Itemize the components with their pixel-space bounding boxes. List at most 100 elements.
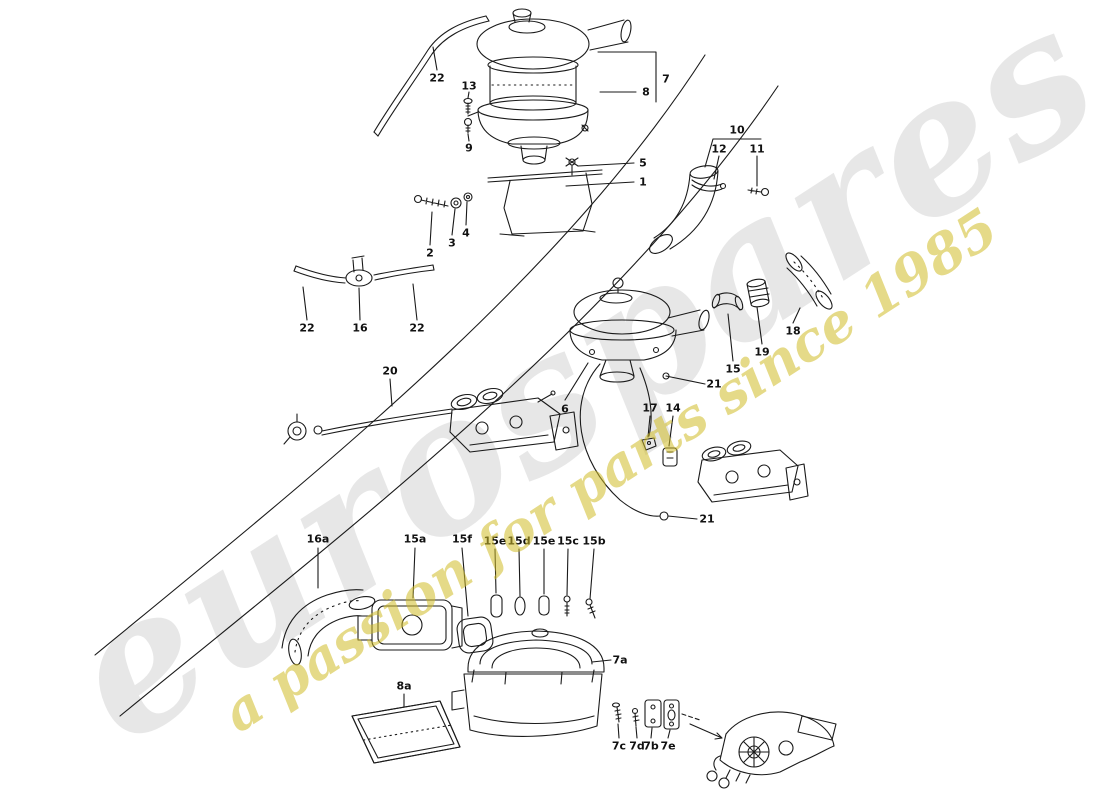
part-label-15e-2[interactable]: 15e [533,535,556,548]
part-label-3[interactable]: 3 [448,237,456,250]
part-label-13[interactable]: 13 [461,80,476,93]
part-label-22-top[interactable]: 22 [429,72,444,85]
clip-17 [641,437,657,451]
leader-line-13 [467,91,470,99]
leader-line-12 [713,155,720,180]
air-cleaner-6 [569,277,710,383]
bracket-14 [662,447,678,467]
callout-bracket-10 [704,138,762,168]
seal-15e-1 [490,594,503,618]
leader-line-15a [412,547,416,599]
part-label-17[interactable]: 17 [642,402,657,415]
part-label-2[interactable]: 2 [426,247,434,260]
leader-line-21-upper [665,375,706,385]
part-label-19[interactable]: 19 [754,346,769,359]
part-label-16a[interactable]: 16a [307,533,330,546]
part-label-7b[interactable]: 7b [643,740,659,753]
leader-line-19 [756,306,763,345]
leader-line-21-lower [667,515,698,520]
part-label-11[interactable]: 11 [749,143,764,156]
connector-19 [746,278,770,308]
part-label-15c[interactable]: 15c [557,535,579,548]
screw-15b [585,598,596,619]
seal-15d [514,596,526,616]
leader-line-15 [727,313,734,362]
leader-line-16 [358,287,361,321]
leader-line-1 [565,181,635,187]
leader-line-7c [617,723,620,739]
part-label-15b[interactable]: 15b [582,535,605,548]
part-label-15d[interactable]: 15d [507,535,530,548]
leader-line-15c [566,548,569,596]
leader-line-15f [461,547,469,617]
leader-line-15e-1 [494,548,497,594]
part-label-8[interactable]: 8 [642,86,650,99]
leader-line-17 [647,415,651,438]
part-label-20[interactable]: 20 [382,365,398,378]
gasket-7e [663,699,680,730]
part-label-22-left[interactable]: 22 [299,322,314,335]
leader-line-22-left [302,286,308,321]
intake-housing-15a [357,599,463,651]
part-label-22-mid[interactable]: 22 [409,322,424,335]
part-label-7a[interactable]: 7a [612,654,627,667]
leader-line-15b [589,548,595,600]
elbow-15 [711,292,744,311]
part-label-15[interactable]: 15 [725,363,740,376]
carburetor-right [697,440,809,503]
leader-line-5 [577,162,635,167]
screw-7d [631,707,640,727]
leader-line-18 [792,307,801,324]
screw-15c [563,595,571,617]
corrugated-elbow-16a [281,589,376,666]
part-label-7e[interactable]: 7e [660,740,675,753]
part-label-15e-1[interactable]: 15e [484,535,507,548]
part-label-4[interactable]: 4 [462,227,470,240]
corrugated-hose-18 [785,252,833,310]
part-label-21-lower[interactable]: 21 [699,513,714,526]
leader-line-3 [451,208,456,236]
part-label-7c[interactable]: 7c [612,740,626,753]
part-label-16[interactable]: 16 [352,322,368,335]
leader-line-7e [667,729,671,739]
part-label-7d[interactable]: 7d [629,740,645,753]
support-bracket-1 [487,157,603,237]
part-label-9[interactable]: 9 [465,142,473,155]
hose-22-top [373,15,490,137]
part-label-21-upper[interactable]: 21 [706,378,721,391]
part-label-18[interactable]: 18 [785,325,800,338]
gasket-15f [456,616,494,654]
part-label-7[interactable]: 7 [662,73,670,86]
part-label-12[interactable]: 12 [711,143,726,156]
part-label-15a[interactable]: 15a [404,533,427,546]
part-label-14[interactable]: 14 [665,402,681,415]
clamp-bolts-13-9 [463,97,473,134]
leader-line-14 [668,415,674,447]
leader-line-4 [465,201,468,226]
part-label-1[interactable]: 1 [639,176,647,189]
filter-element-8a [351,700,461,764]
callout-bracket-7 [597,51,657,103]
leader-line-7a [591,659,612,663]
part-label-6[interactable]: 6 [561,403,569,416]
leader-line-22-top [432,46,438,71]
leader-line-2 [429,211,433,246]
part-label-5[interactable]: 5 [639,157,647,170]
mounting-screws-2-3-4 [413,192,473,209]
hose-20 [283,408,453,445]
part-label-15f[interactable]: 15f [452,533,472,546]
air-cleaner-top [467,8,632,165]
part-label-8a[interactable]: 8a [396,680,411,693]
part-label-10[interactable]: 10 [729,124,745,137]
intake-pipe-10 [649,165,770,254]
air-cleaner-box-7a [451,628,605,737]
seal-15e-2 [538,595,550,616]
leader-line-9 [467,133,470,142]
leader-line-22-mid [412,283,418,321]
plate-7b [644,699,662,728]
leader-line-7b [650,727,653,739]
vent-hoses-22-16 [293,255,435,287]
